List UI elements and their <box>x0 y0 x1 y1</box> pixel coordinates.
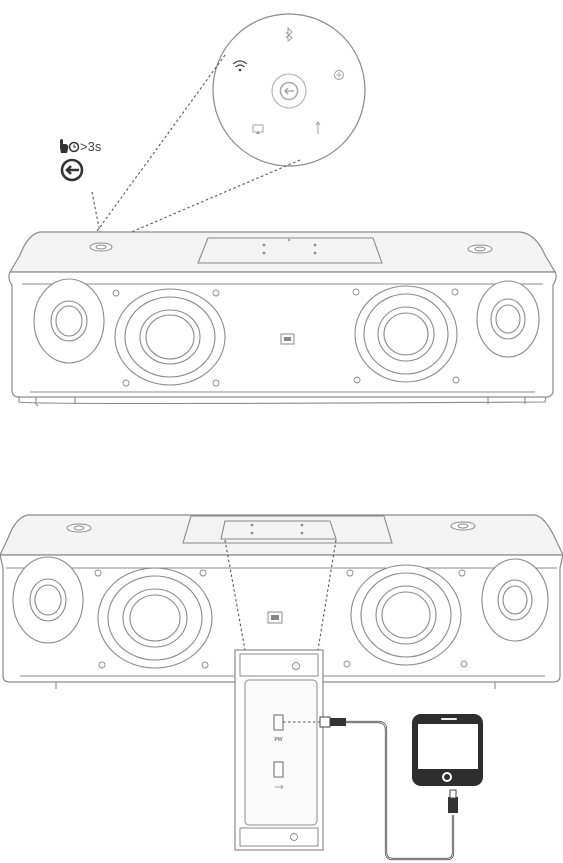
control-dial <box>212 13 366 167</box>
woofer-right <box>350 564 462 666</box>
dock-slot <box>182 515 393 544</box>
tweeter-right <box>481 558 549 642</box>
usb-icon <box>275 784 284 790</box>
speaker-front <box>8 231 557 407</box>
wifi-icon <box>232 60 248 72</box>
power-knob[interactable] <box>89 242 113 252</box>
tweeter-left <box>33 278 105 364</box>
phone-device <box>412 714 483 786</box>
jbl-logo-icon <box>280 333 295 345</box>
port-pw-label: PW <box>274 737 282 743</box>
woofer-left <box>114 288 226 386</box>
bluetooth-icon <box>285 26 293 42</box>
airplay-icon <box>252 124 264 134</box>
input-button[interactable] <box>271 73 307 109</box>
volume-knob[interactable] <box>450 521 476 531</box>
volume-knob[interactable] <box>467 244 493 254</box>
power-knob[interactable] <box>66 523 92 533</box>
usb-cable <box>319 716 458 861</box>
jbl-logo-icon <box>267 611 283 624</box>
speaker-dock-view <box>0 514 563 689</box>
input-source-icon <box>60 158 84 182</box>
tweeter-right <box>476 280 540 358</box>
tweeter-left <box>12 556 84 644</box>
usb-icon <box>315 121 321 134</box>
hand-press-icon <box>60 139 69 153</box>
dock-module: PW <box>234 649 324 851</box>
reset-hint: >3s <box>60 139 102 182</box>
clock-icon <box>68 141 80 153</box>
control-panel <box>197 237 383 264</box>
aux-icon <box>334 70 344 80</box>
dock-port-pw[interactable]: PW <box>273 714 284 743</box>
dock-port-usb[interactable] <box>273 761 284 790</box>
reset-duration-text: >3s <box>80 139 102 154</box>
woofer-right <box>354 285 458 383</box>
woofer-left <box>97 567 213 669</box>
